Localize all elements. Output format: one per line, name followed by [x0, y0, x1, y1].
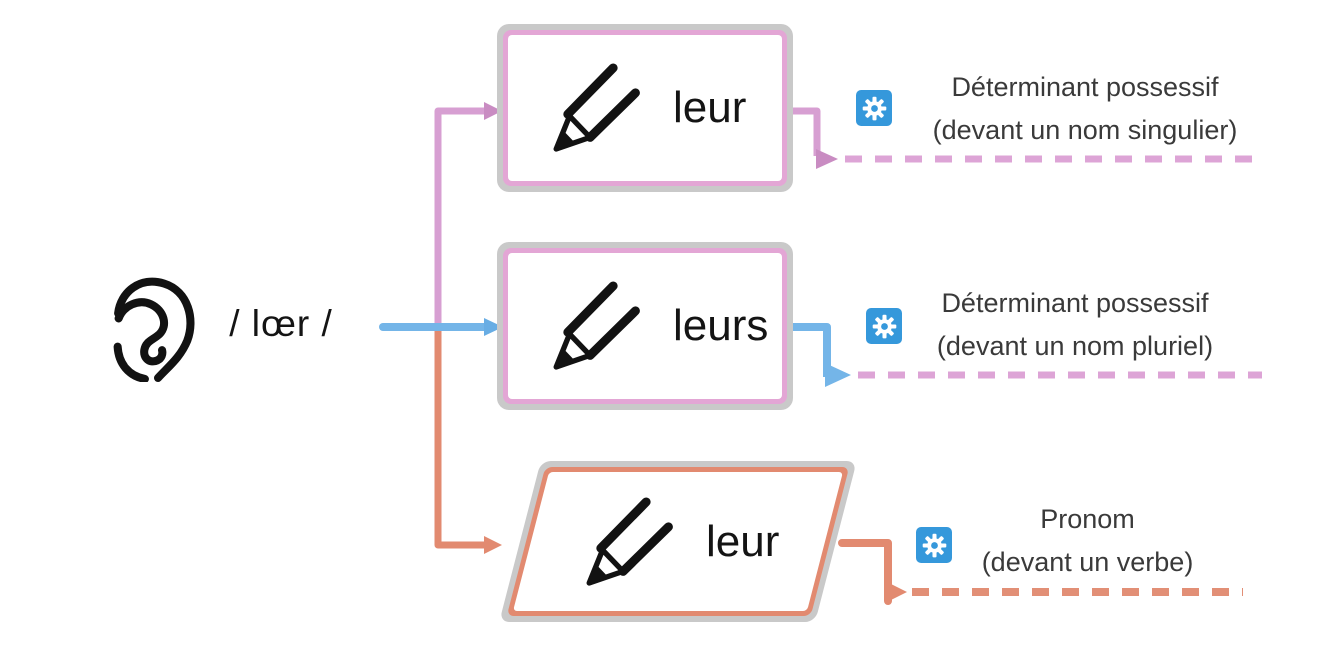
- label-line1: Déterminant possessif: [941, 288, 1209, 318]
- gear-icon: [856, 90, 892, 126]
- node-leur-singulier-frame: leur: [503, 30, 787, 186]
- label-line2: (devant un nom pluriel): [936, 331, 1214, 361]
- node-leur-singulier: leur: [497, 24, 793, 192]
- label-line2: (devant un verbe): [981, 547, 1194, 577]
- label-determinant-pluriel: Déterminant possessif (devant un nom plu…: [885, 282, 1265, 368]
- node-leur-pronom: leur: [499, 461, 857, 622]
- pencil-icon: [542, 277, 647, 375]
- arrowhead-orange-out: [885, 581, 907, 603]
- node-leur-pronom-frame: leur: [506, 467, 850, 616]
- label-line2: (devant un nom singulier): [932, 115, 1238, 145]
- gear-icon: [916, 527, 952, 563]
- pencil-icon: [575, 493, 680, 591]
- node-word: leur: [706, 516, 780, 566]
- node-leurs-pluriel-frame: leurs: [503, 248, 787, 404]
- gear-icon: [866, 308, 902, 344]
- arrowhead-pink-out: [816, 149, 838, 169]
- node-leurs-pluriel: leurs: [497, 242, 793, 410]
- label-determinant-singulier: Déterminant possessif (devant un nom sin…: [895, 66, 1275, 152]
- node-word: leur: [673, 83, 747, 132]
- arrowhead-orange-left: [484, 536, 502, 554]
- label-line1: Déterminant possessif: [951, 72, 1219, 102]
- label-pronom: Pronom (devant un verbe): [915, 498, 1260, 584]
- label-line1: Pronom: [1040, 504, 1135, 534]
- ear-icon: [111, 276, 203, 382]
- pencil-icon: [542, 59, 647, 157]
- arrowhead-blue-out: [825, 363, 851, 387]
- node-word: leurs: [673, 301, 769, 350]
- connector-orange-to-leur-pronom: [434, 324, 502, 554]
- phonetic-transcription: / lœr /: [229, 303, 333, 344]
- connector-pink-to-leur-singulier: [434, 102, 502, 331]
- connector-blue-to-leurs: [379, 318, 503, 336]
